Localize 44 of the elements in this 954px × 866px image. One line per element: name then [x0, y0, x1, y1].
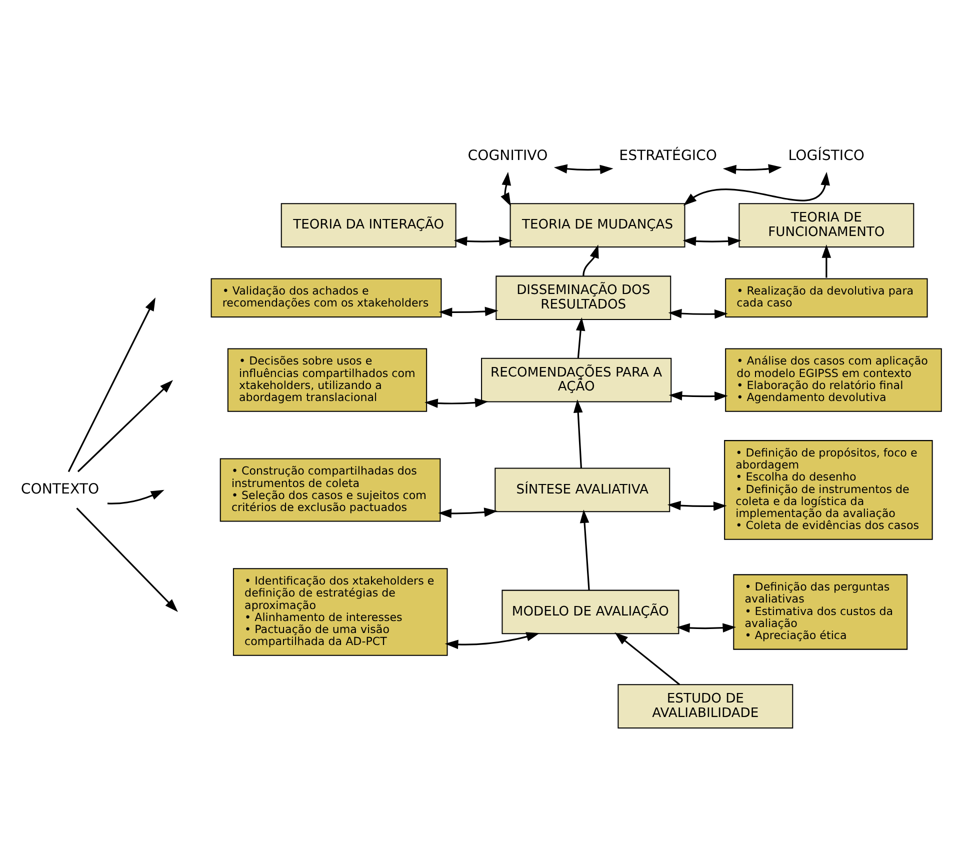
arrow	[454, 236, 512, 246]
arrow	[438, 508, 498, 518]
arrow	[676, 623, 736, 633]
arrow	[580, 510, 590, 590]
arrow	[573, 399, 583, 468]
arrow	[576, 317, 586, 358]
arrow	[500, 172, 512, 206]
node-text: COGNITIVO	[468, 148, 548, 164]
node-text: LOGÍSTICO	[788, 148, 865, 164]
node-box: • Construção compartilhadas dos instrumentos de coleta • Seleção dos casos e sujeitos com critérios de exclusão pactuados	[220, 458, 441, 522]
node-box: • Definição das perguntas avaliativas • Estimativa dos custos da avaliação • Apreciação ética	[733, 574, 908, 650]
node-box: • Decisões sobre usos e influências compartilhados com xtakeholders, utilizando a abordagem translacional	[227, 348, 428, 412]
node-box: ESTUDO DE AVALIABILIDADE	[618, 684, 794, 728]
node-box: DISSEMINAÇÃO DOS RESULTADOS	[496, 276, 672, 320]
node-box: RECOMENDAÇÕES PARA A AÇÃO	[481, 358, 672, 402]
arrow	[683, 172, 830, 206]
arrow	[444, 632, 540, 650]
node-box: • Realização da devolutiva para cada caso	[725, 278, 928, 318]
arrow	[554, 164, 614, 174]
arrow	[668, 308, 728, 319]
arrow	[77, 380, 173, 472]
node-box: • Identificação dos xtakeholders e definição de estratégias de aproximação • Alinhamento de interesses • Pactuação de uma visão compartilhada da AD-PCT	[232, 568, 448, 656]
node-text: CONTEXTO	[20, 482, 100, 498]
node-box: MODELO DE AVALIAÇÃO	[502, 590, 680, 634]
arrow	[682, 236, 742, 246]
arrow	[582, 244, 599, 276]
arrow	[76, 508, 178, 612]
arrow	[424, 398, 488, 408]
arrow	[614, 632, 680, 686]
node-text: ESTRATÉGICO	[619, 148, 718, 164]
arrow	[668, 391, 728, 401]
node-box: TEORIA DE MUDANÇAS	[510, 203, 686, 248]
node-box: SÍNTESE AVALIATIVA	[494, 468, 670, 512]
arrow	[68, 298, 156, 472]
arrow	[107, 490, 164, 504]
arrow	[822, 244, 832, 278]
node-box: • Validação dos achados e recomendações com os xtakeholders	[210, 278, 442, 318]
arrow	[438, 306, 498, 317]
arrow	[722, 164, 782, 174]
node-box: TEORIA DE FUNCIONAMENTO	[738, 203, 914, 248]
node-box: TEORIA DA INTERAÇÃO	[280, 203, 456, 248]
arrow	[667, 500, 727, 511]
node-box: • Definição de propósitos, foco e abordagem • Escolha do desenho • Definição de instrumentos de coleta e da logística da implementação da avaliação • Coleta de evidências dos casos	[724, 440, 933, 540]
node-box: • Análise dos casos com aplicação do modelo EGIPSS em contexto • Elaboração do relatório final • Agendamento devolutiva	[725, 348, 942, 412]
